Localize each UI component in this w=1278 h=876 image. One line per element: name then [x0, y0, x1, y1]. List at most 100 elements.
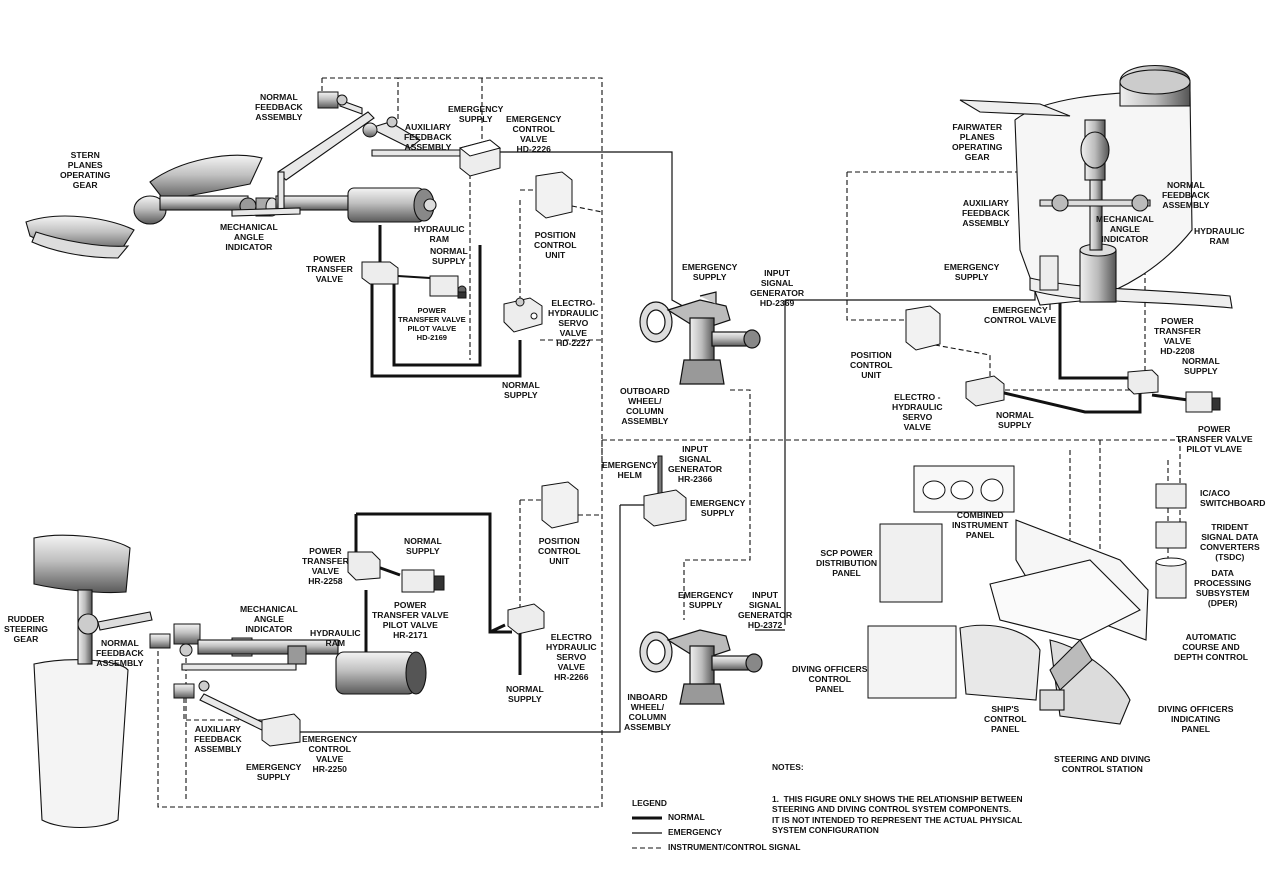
emergency-control-valve-right [1039, 255, 1059, 291]
label-automatic-course-depth-control: AUTOMATIC COURSE AND DEPTH CONTROL [1174, 632, 1248, 662]
ptv-pilot-valve-hr2171 [401, 569, 445, 593]
emergency-control-valve-hd2226 [458, 139, 502, 177]
label-ic-aco-switchboard: IC/ACO SWITCHBOARD [1200, 488, 1266, 508]
label-ptv-pilot-valve-right: POWER TRANSFER VALVE PILOT VLAVE [1176, 424, 1253, 454]
label-hydraulic-ram-right: HYDRAULIC RAM [1194, 226, 1245, 246]
label-outboard-wheel-column-assembly: OUTBOARD WHEEL/ COLUMN ASSEMBLY [620, 386, 670, 426]
label-inboard-wheel-column-assembly: INBOARD WHEEL/ COLUMN ASSEMBLY [624, 692, 671, 732]
rudder-steering-gear [33, 534, 153, 829]
label-emergency-supply-inboard: EMERGENCY SUPPLY [678, 590, 734, 610]
outboard-wheel-column-assembly [639, 291, 761, 385]
label-mechanical-angle-indicator-right: MECHANICAL ANGLE INDICATOR [1096, 214, 1154, 244]
legend-swatches [632, 816, 662, 849]
label-normal-supply-bottom: NORMAL SUPPLY [404, 536, 442, 556]
label-input-signal-generator-hr2366: INPUT SIGNAL GENERATOR HR-2366 [668, 444, 723, 484]
electro-hydraulic-servo-hr2266 [507, 603, 545, 635]
inboard-wheel-column-assembly [639, 629, 763, 705]
label-emergency-control-valve-hd2226: EMERGENCY CONTROL VALVE HD-2226 [506, 114, 562, 154]
auxiliary-feedback-assembly-bottom [173, 680, 210, 699]
label-normal-feedback-assembly-top: NORMAL FEEDBACK ASSEMBLY [255, 92, 303, 122]
emergency-control-valve-hr2250 [261, 713, 301, 747]
electro-hydraulic-servo-hd2227 [503, 297, 543, 333]
ptv-pilot-valve-right [1185, 391, 1221, 413]
label-data-processing-subsystem: DATA PROCESSING SUBSYSTEM (DPER) [1194, 568, 1252, 608]
label-emergency-supply-center: EMERGENCY SUPPLY [682, 262, 738, 282]
diving-officers-control-panel [867, 625, 957, 699]
label-auxiliary-feedback-assembly-top: AUXILIARY FEEDBACK ASSEMBLY [404, 122, 452, 152]
label-scp-power-distribution-panel: SCP POWER DISTRIBUTION PANEL [816, 548, 878, 578]
feedback-linkage-bottom [181, 663, 297, 733]
label-mechanical-angle-indicator-bottom: MECHANICAL ANGLE INDICATOR [240, 604, 298, 634]
label-auxiliary-feedback-assembly-bottom: AUXILIARY FEEDBACK ASSEMBLY [194, 724, 242, 754]
ic-aco-switchboard [1155, 483, 1187, 509]
stern-planes-operating-gear [25, 154, 263, 259]
label-fairwater-planes-operating-gear: FAIRWATER PLANES OPERATING GEAR [952, 122, 1003, 162]
label-combined-instrument-panel: COMBINED INSTRUMENT PANEL [952, 510, 1009, 540]
label-electro-hydraulic-servo-hd2227: ELECTRO- HYDRAULIC SERVO VALVE HD-2227 [548, 298, 599, 348]
label-ptv-pilot-valve-hr2171: POWER TRANSFER VALVE PILOT VALVE HR-2171 [372, 600, 449, 640]
data-processing-subsystem [1155, 557, 1187, 599]
label-mechanical-angle-indicator-top: MECHANICAL ANGLE INDICATOR [220, 222, 278, 252]
steering-diving-control-station [959, 519, 1149, 725]
label-electro-hydraulic-servo-right: ELECTRO - HYDRAULIC SERVO VALVE [892, 392, 943, 432]
label-position-control-unit-right: POSITION CONTROL UNIT [850, 350, 893, 380]
label-ships-control-panel: SHIP'S CONTROL PANEL [984, 704, 1027, 734]
label-normal-supply-right: NORMAL SUPPLY [1182, 356, 1220, 376]
label-trident-signal-data-converters: TRIDENT SIGNAL DATA CONVERTERS (TSDC) [1200, 522, 1260, 562]
label-input-signal-generator-hd2372: INPUT SIGNAL GENERATOR HD-2372 [738, 590, 793, 630]
position-control-unit-bottom [541, 481, 579, 529]
label-normal-supply-top-left: NORMAL SUPPLY [430, 246, 468, 266]
label-emergency-control-valve-hr2250: EMERGENCY CONTROL VALVE HR-2250 [302, 734, 358, 774]
trident-signal-data-converters [1155, 521, 1187, 549]
label-input-signal-generator-hd2369: INPUT SIGNAL GENERATOR HD-2369 [750, 268, 805, 308]
normal-feedback-assembly-bottom [149, 633, 193, 657]
emergency-helm [643, 455, 687, 527]
label-power-transfer-valve-hr2258: POWER TRANSFER VALVE HR-2258 [302, 546, 349, 586]
label-emergency-helm: EMERGENCY HELM [602, 460, 658, 480]
label-diving-officers-indicating-panel: DIVING OFFICERS INDICATING PANEL [1158, 704, 1234, 734]
label-normal-supply-servo-bottom: NORMAL SUPPLY [506, 684, 544, 704]
power-transfer-valve-hr2258 [347, 551, 381, 581]
label-diving-officers-control-panel: DIVING OFFICERS CONTROL PANEL [792, 664, 868, 694]
label-steering-diving-control-station: STEERING AND DIVING CONTROL STATION [1054, 754, 1151, 774]
power-transfer-valve-hd2208 [1127, 369, 1159, 395]
scp-power-distribution-panel [879, 523, 943, 603]
electro-hydraulic-servo-right [965, 375, 1005, 407]
label-electro-hydraulic-servo-hr2266: ELECTRO HYDRAULIC SERVO VALVE HR-2266 [546, 632, 597, 682]
normal-feedback-assembly-top [317, 91, 348, 109]
power-transfer-valve-top [361, 261, 431, 285]
label-position-control-unit-bottom: POSITION CONTROL UNIT [538, 536, 581, 566]
label-emergency-supply-bottom: EMERGENCY SUPPLY [246, 762, 302, 782]
label-ptv-pilot-valve-hd2169: POWER TRANSFER VALVE PILOT VALVE HD-2169 [398, 306, 466, 342]
label-emergency-supply-right: EMERGENCY SUPPLY [944, 262, 1000, 282]
legend-title: LEGEND [632, 798, 667, 808]
label-rudder-steering-gear: RUDDER STEERING GEAR [4, 614, 48, 644]
label-normal-supply-servo-top: NORMAL SUPPLY [502, 380, 540, 400]
position-control-unit-top [535, 171, 573, 219]
label-position-control-unit-top: POSITION CONTROL UNIT [534, 230, 577, 260]
notes-text: 1. THIS FIGURE ONLY SHOWS THE RELATIONSH… [772, 793, 1023, 836]
hydraulic-ram-bottom [197, 639, 427, 695]
label-hydraulic-ram-top: HYDRAULIC RAM [414, 224, 465, 244]
legend-normal: NORMAL [668, 812, 705, 822]
label-auxiliary-feedback-assembly-right: AUXILIARY FEEDBACK ASSEMBLY [962, 198, 1010, 228]
label-hydraulic-ram-bottom: HYDRAULIC RAM [310, 628, 361, 648]
label-emergency-control-valve-right: EMERGENCY CONTROL VALVE [984, 305, 1057, 325]
notes-heading: NOTES: [772, 762, 804, 772]
hydraulic-ram-top [275, 187, 437, 223]
combined-instrument-panel [913, 465, 1015, 513]
label-normal-supply-servo-right: NORMAL SUPPLY [996, 410, 1034, 430]
label-emergency-supply-top: EMERGENCY SUPPLY [448, 104, 504, 124]
label-power-transfer-valve-hd2208: POWER TRANSFER VALVE HD-2208 [1154, 316, 1201, 356]
legend-emergency: EMERGENCY [668, 827, 722, 837]
signal-lines [157, 77, 1181, 808]
label-normal-feedback-assembly-right: NORMAL FEEDBACK ASSEMBLY [1162, 180, 1210, 210]
notes: NOTES: 1. THIS FIGURE ONLY SHOWS THE REL… [772, 741, 1023, 846]
auxiliary-feedback-assembly-top [362, 116, 398, 138]
position-control-unit-right [905, 305, 941, 351]
label-normal-feedback-assembly-bottom: NORMAL FEEDBACK ASSEMBLY [96, 638, 144, 668]
label-stern-planes-operating-gear: STERN PLANES OPERATING GEAR [60, 150, 111, 190]
ptv-pilot-valve-hd2169 [429, 275, 467, 299]
label-emergency-supply-helm: EMERGENCY SUPPLY [690, 498, 746, 518]
legend-instrument-control-signal: INSTRUMENT/CONTROL SIGNAL [668, 842, 801, 852]
